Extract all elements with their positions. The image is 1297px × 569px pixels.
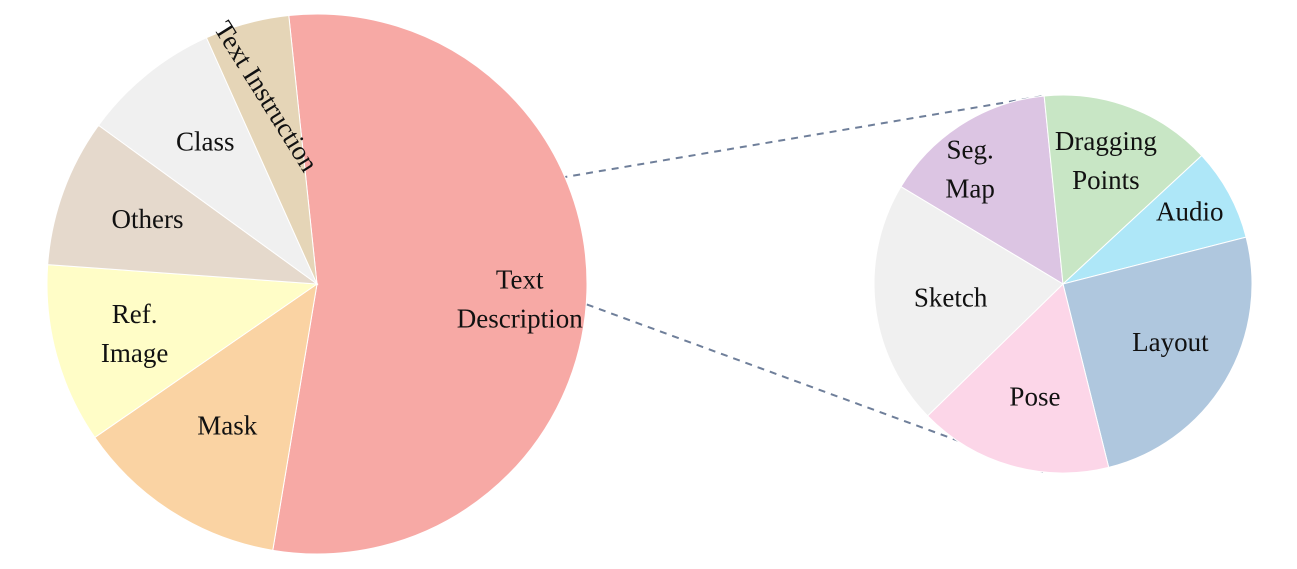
slice-label-audio: Audio: [1156, 197, 1224, 227]
slice-label-pose: Pose: [1009, 382, 1060, 412]
pie-slice-class: [97, 37, 319, 286]
pie-slice-layout: [1062, 236, 1253, 468]
pie-slice-text-description: [272, 13, 588, 555]
pie-slice-others: [47, 124, 319, 285]
slice-label-layout: Layout: [1132, 327, 1209, 357]
pie-slice-pose: [926, 283, 1110, 474]
slice-label-ref-image: Ref.Image: [101, 299, 168, 368]
slice-label-others: Others: [111, 204, 183, 234]
pie-slice-text-instruction: [205, 14, 318, 285]
pie-slice-seg-map: [900, 95, 1064, 285]
connector-lines: [47, 95, 1044, 473]
pie-slice-dragging-points: [1043, 94, 1203, 286]
slice-label-seg-map: Seg.Map: [945, 135, 995, 204]
slice-label-mask: Mask: [197, 410, 257, 440]
pie-slice-sketch: [873, 185, 1064, 417]
pie-slice-mask: [94, 282, 318, 551]
pie-slice-audio: [1062, 154, 1247, 285]
pie-slice-ref-image: [46, 264, 319, 439]
slice-label-sketch: Sketch: [914, 283, 988, 313]
slice-label-class: Class: [176, 126, 235, 156]
connector-line-bottom: [98, 124, 1044, 473]
